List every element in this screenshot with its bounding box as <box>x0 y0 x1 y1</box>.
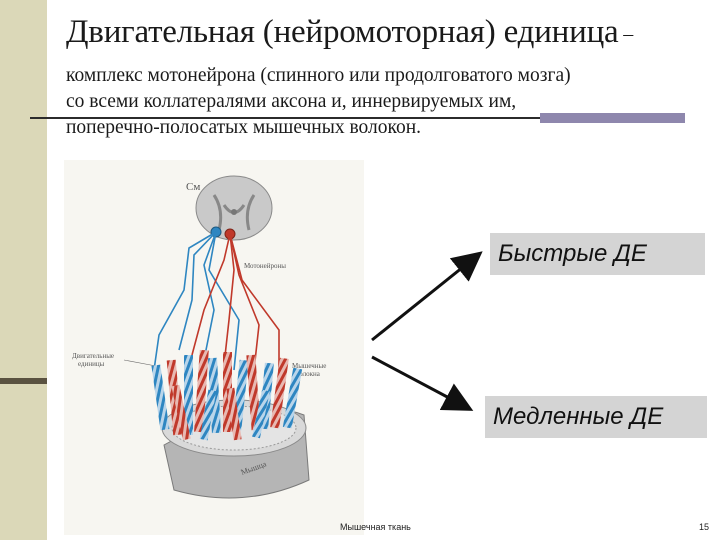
slow-units-label: Медленные ДЕ <box>485 396 707 438</box>
footer-text: Мышечная ткань <box>340 522 411 532</box>
arrow-to-fast <box>372 255 478 340</box>
page-number: 15 <box>699 522 709 532</box>
fast-units-label: Быстрые ДЕ <box>490 233 705 275</box>
arrow-to-slow <box>372 357 468 408</box>
